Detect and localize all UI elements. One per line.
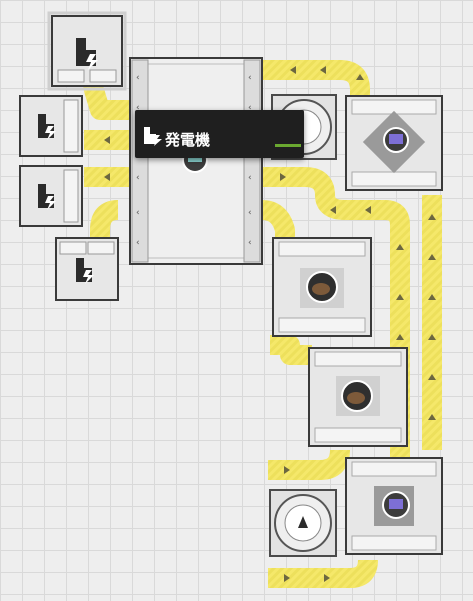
belt-arrow <box>104 173 110 181</box>
tooltip-title: 発電機 <box>165 131 211 149</box>
belt-arrow <box>284 466 290 474</box>
building-tooltip: 発電機 <box>135 110 304 158</box>
conveyor-belt-middle <box>262 167 410 470</box>
svg-text:‹: ‹ <box>136 173 140 183</box>
generator-small-1[interactable] <box>19 95 83 157</box>
conveyor-belt-lower-left <box>270 335 312 365</box>
svg-text:‹: ‹ <box>136 238 140 248</box>
belt-arrow <box>428 294 436 300</box>
svg-text:‹: ‹ <box>136 73 140 83</box>
belt-arrow <box>396 244 404 250</box>
belt-arrow <box>428 334 436 340</box>
generator-small-2[interactable] <box>19 165 83 227</box>
signal-tower-bottom[interactable] <box>269 489 337 557</box>
belt-arrow <box>324 574 330 582</box>
belt-arrow <box>428 254 436 260</box>
belt-arrow <box>356 74 364 80</box>
svg-text:‹: ‹ <box>136 208 140 218</box>
belt-arrow <box>320 66 326 74</box>
conveyor-belt-top-loop <box>262 60 370 100</box>
svg-text:‹: ‹ <box>248 173 252 183</box>
conveyor-belt-mid-loop <box>261 200 295 240</box>
belt-arrow <box>290 66 296 74</box>
refiner-middle[interactable] <box>272 237 372 337</box>
machine-large-center[interactable]: ‹‹‹‹‹‹ ‹‹‹‹‹‹ <box>129 57 263 265</box>
generator-icon <box>144 127 162 146</box>
belt-arrow <box>104 136 110 144</box>
conveyor-belt-left-3 <box>90 200 119 240</box>
svg-text:‹: ‹ <box>248 73 252 83</box>
svg-text:‹: ‹ <box>248 103 252 113</box>
generator-small-3[interactable] <box>55 237 119 301</box>
belt-arrow <box>284 574 290 582</box>
belt-arrow <box>396 294 404 300</box>
belt-arrow <box>428 414 436 420</box>
tooltip-accent-bar <box>275 144 301 147</box>
belt-arrow <box>428 374 436 380</box>
belt-arrow <box>330 206 336 214</box>
refiner-top-right[interactable] <box>345 95 443 191</box>
refiner-lower[interactable] <box>308 347 408 447</box>
svg-text:‹: ‹ <box>248 238 252 248</box>
svg-text:‹: ‹ <box>136 103 140 113</box>
belt-arrows <box>104 66 436 582</box>
conveyor-belt-bottom <box>268 559 378 588</box>
belt-arrow <box>396 334 404 340</box>
refiner-bottom-right[interactable] <box>345 457 443 555</box>
generator-small-top[interactable] <box>47 11 127 91</box>
belt-arrow <box>365 206 371 214</box>
belt-arrow <box>280 173 286 181</box>
svg-text:‹: ‹ <box>248 208 252 218</box>
belt-arrow <box>428 214 436 220</box>
conveyor-belt-lower-mid <box>268 449 350 480</box>
